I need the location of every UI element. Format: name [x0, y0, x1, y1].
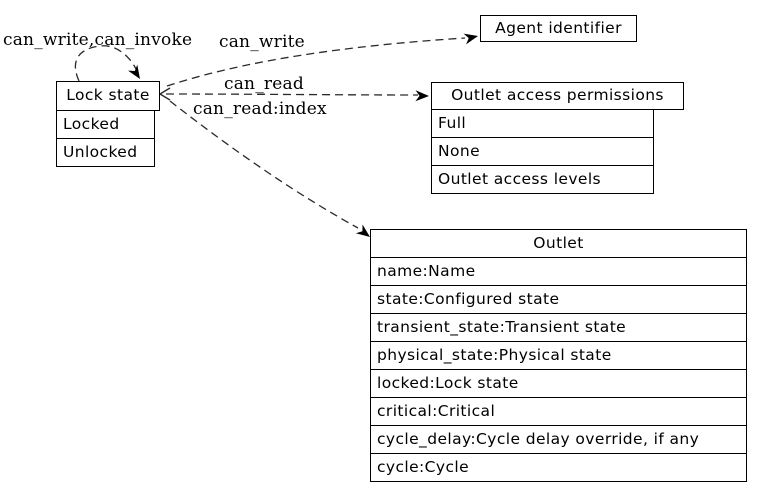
edge-to-agent-identifier — [166, 37, 466, 87]
outlet-access-permissions-row-levels: Outlet access levels — [431, 165, 654, 194]
outlet-row-physical-state: physical_state:Physical state — [370, 341, 747, 370]
edge-to-outlet-access-permissions — [165, 93, 419, 96]
outlet-row-state: state:Configured state — [370, 285, 747, 314]
edge-to-outlet — [169, 100, 359, 229]
outlet-row-name: name:Name — [370, 257, 747, 286]
outlet-node-title: Outlet — [370, 229, 747, 258]
arrowhead-into-lock-state — [158, 87, 171, 101]
edge-label-can-read-index: can_read:index — [193, 99, 327, 119]
outlet-row-locked: locked:Lock state — [370, 369, 747, 398]
outlet-row-cycle: cycle:Cycle — [370, 453, 747, 482]
lock-state-node-title: Lock state — [56, 81, 160, 111]
outlet-access-permissions-row-none: None — [431, 137, 654, 166]
edge-label-self-loop: can_write,can_invoke — [3, 30, 193, 50]
agent-identifier-node: Agent identifier — [480, 15, 637, 42]
lock-state-row-unlocked: Unlocked — [56, 138, 155, 167]
outlet-row-cycle-delay: cycle_delay:Cycle delay override, if any — [370, 425, 747, 454]
arrowhead-self-loop — [128, 64, 140, 79]
edge-label-can-write: can_write — [219, 32, 305, 52]
arrowhead-outlet-access-permissions — [415, 90, 429, 102]
lock-state-row-locked: Locked — [56, 110, 155, 139]
outlet-access-permissions-row-full: Full — [431, 109, 654, 138]
edge-label-can-read: can_read — [224, 74, 304, 94]
edge-self-loop — [74, 45, 138, 82]
arrowhead-agent-identifier — [463, 33, 478, 45]
outlet-row-transient-state: transient_state:Transient state — [370, 313, 747, 342]
outlet-access-permissions-title: Outlet access permissions — [431, 82, 684, 110]
outlet-row-critical: critical:Critical — [370, 397, 747, 426]
